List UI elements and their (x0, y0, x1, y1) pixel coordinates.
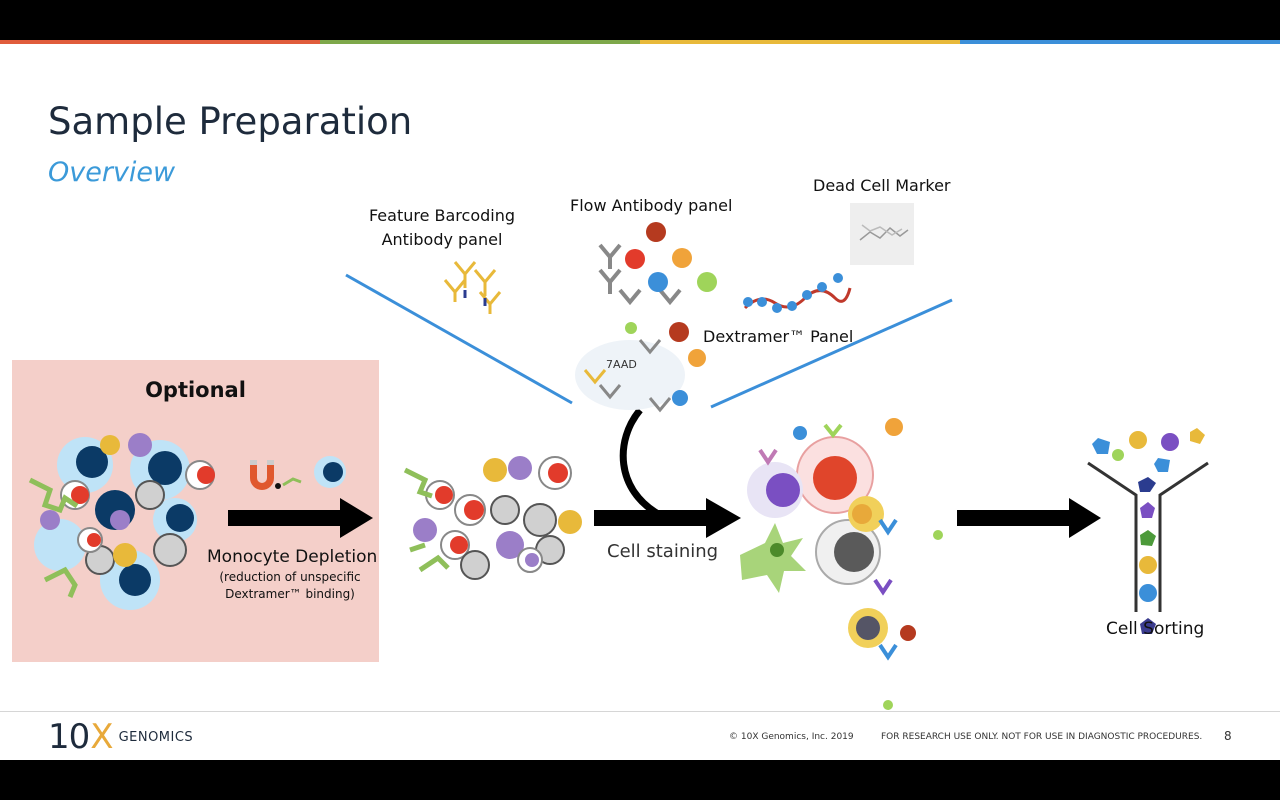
footer-divider (0, 711, 1280, 712)
copyright-text: © 10X Genomics, Inc. 2019 (729, 732, 854, 742)
dead-cell-marker-icon (850, 203, 914, 265)
funnel-icon (1087, 428, 1209, 634)
depleted-cell-cluster-icon (403, 456, 582, 580)
feature-barcoding-line1: Feature Barcoding (368, 206, 516, 225)
dextramer-panel-label: Dextramer™ Panel (703, 327, 854, 346)
logo-x: X (90, 717, 114, 757)
monocyte-depletion-label: Monocyte Depletion (207, 547, 378, 567)
reagent-mix-icon (575, 322, 706, 413)
bead-cell-icon (282, 456, 346, 488)
dead-cell-marker-label: Dead Cell Marker (813, 176, 951, 195)
flow-antibody-icon (598, 222, 717, 306)
feature-barcoding-antibody-icon (443, 261, 502, 314)
logo-number: 10 (48, 717, 90, 757)
logo-word: GENOMICS (118, 729, 194, 745)
seven-aad-label: 7AAD (606, 358, 637, 371)
color-bar-blue (960, 40, 1280, 44)
diagram-graphics (28, 203, 1209, 710)
feature-barcoding-label: Feature Barcoding Antibody panel (362, 204, 522, 252)
company-logo: 10 X GENOMICS (48, 717, 193, 757)
cell-cluster-icon (28, 433, 215, 610)
arrow-depletion (228, 498, 373, 538)
cell-sorting-label: Cell Sorting (1106, 619, 1205, 639)
color-bar-red (0, 40, 320, 44)
page-number: 8 (1224, 729, 1232, 743)
depletion-note-line2: Dextramer™ binding) (225, 587, 355, 601)
cell-staining-label: Cell staining (607, 541, 719, 562)
flow-antibody-label: Flow Antibody panel (570, 196, 733, 215)
reagent-curve (619, 407, 662, 519)
feature-barcoding-line2: Antibody panel (381, 230, 503, 249)
panel-line-left (345, 273, 573, 405)
magnet-icon (250, 460, 281, 490)
optional-label: Optional (145, 378, 246, 402)
stained-cells-icon (740, 418, 943, 710)
dextramer-icon (743, 273, 852, 313)
page-title: Sample Preparation (48, 100, 413, 143)
page-subtitle: Overview (48, 157, 176, 188)
depletion-note: (reduction of unspecific Dextramer™ bind… (210, 569, 370, 603)
arrow-sorting (957, 498, 1101, 538)
color-bar-green (320, 40, 640, 44)
depletion-note-line1: (reduction of unspecific (219, 570, 361, 584)
panel-line-right (710, 298, 953, 409)
arrow-staining (594, 498, 741, 538)
disclaimer-text: FOR RESEARCH USE ONLY. NOT FOR USE IN DI… (881, 732, 1203, 742)
slide: Sample Preparation Overview Optional (0, 40, 1280, 760)
color-bar-yellow (640, 40, 960, 44)
